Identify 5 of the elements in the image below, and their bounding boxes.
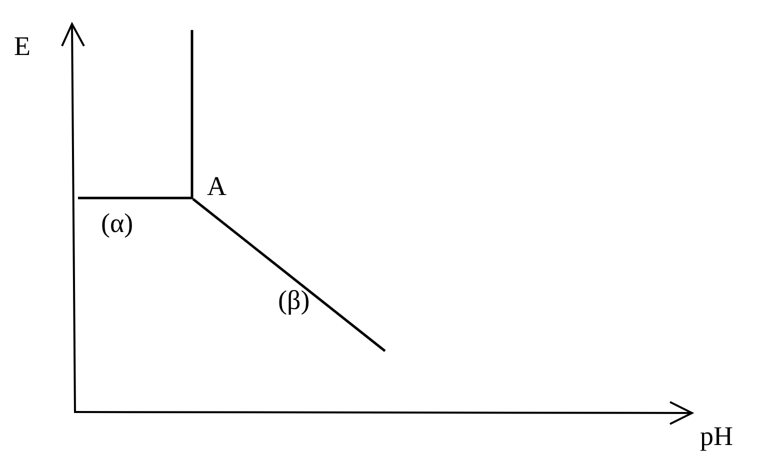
point-label: A [207, 173, 226, 200]
region-label: (α) [101, 210, 134, 237]
axis-label: E [14, 33, 30, 60]
axis-label: pH [700, 423, 733, 450]
region-label: (β) [278, 287, 310, 314]
